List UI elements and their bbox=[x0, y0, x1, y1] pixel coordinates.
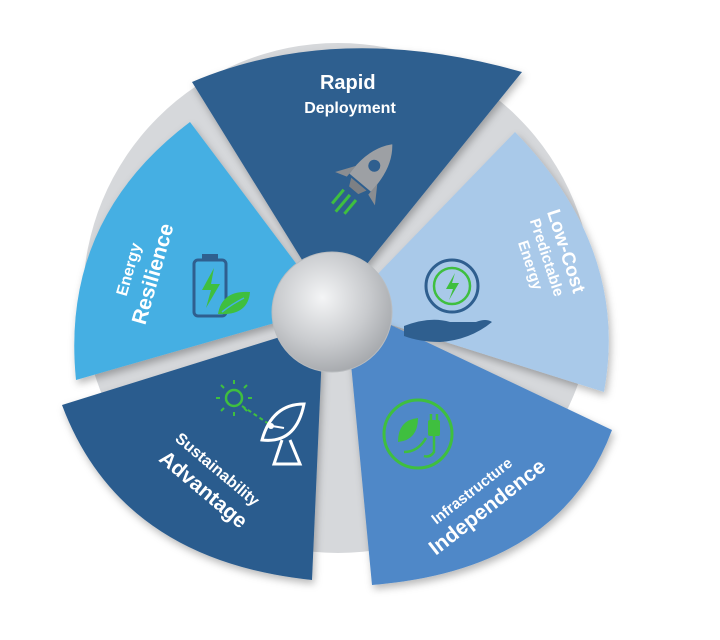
segment-rapid-deployment[interactable] bbox=[192, 48, 522, 276]
satellite-sun-icon bbox=[216, 380, 306, 466]
battery-leaf-icon bbox=[192, 254, 250, 318]
segment-sustainability-advantage-shape bbox=[62, 332, 322, 580]
center-hub bbox=[271, 251, 393, 373]
segment-sustainability-advantage[interactable] bbox=[62, 332, 322, 580]
rapid-label-line2: Deployment bbox=[304, 100, 396, 117]
rocket-icon bbox=[331, 144, 393, 215]
segment-rapid-deployment-shape bbox=[192, 48, 522, 276]
segment-infrastructure-independence-shape bbox=[348, 318, 612, 585]
rapid-deployment-label: Rapid Deployment bbox=[304, 72, 396, 117]
rapid-label-line1: Rapid bbox=[320, 72, 376, 94]
plug-leaf-icon bbox=[382, 398, 454, 470]
energy-hand-icon bbox=[404, 258, 492, 342]
segment-energy-resilience-shape bbox=[74, 122, 310, 380]
segment-energy-resilience[interactable] bbox=[74, 122, 310, 380]
segment-infrastructure-independence[interactable] bbox=[348, 318, 612, 585]
